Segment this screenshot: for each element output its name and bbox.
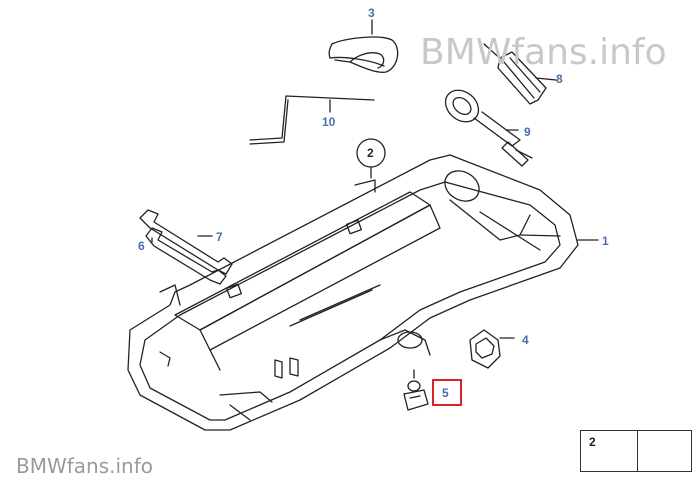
legend-box: 2 <box>580 430 692 472</box>
callout-5[interactable]: 5 <box>442 386 449 400</box>
legend-number: 2 <box>589 435 596 449</box>
callout-1: 1 <box>602 234 609 248</box>
screwdriver-part-8 <box>483 43 557 105</box>
callout-6: 6 <box>138 239 145 253</box>
watermark-logo-bottom: BMWfans.info <box>16 454 154 478</box>
callout-7: 7 <box>216 230 223 244</box>
towing-eye-part-9 <box>444 89 533 167</box>
highlight-box-part-5[interactable] <box>432 379 462 406</box>
wrench-parts-6-7 <box>139 209 233 285</box>
clip-part-3 <box>328 19 399 73</box>
tool-tray-part-1 <box>127 154 599 431</box>
callout-4: 4 <box>522 333 529 347</box>
callout-3: 3 <box>368 6 375 20</box>
clip-nut-part-4 <box>469 329 515 369</box>
grommet-part-5 <box>403 369 429 411</box>
callout-9: 9 <box>524 125 531 139</box>
callout-2: 2 <box>367 146 374 160</box>
hex-key-part-10 <box>249 95 375 145</box>
watermark-logo: BMWfans.info <box>420 32 667 73</box>
callout-10: 10 <box>322 115 336 129</box>
circle-callout-2 <box>356 138 386 179</box>
callout-8: 8 <box>556 72 563 86</box>
legend-divider <box>637 431 638 471</box>
